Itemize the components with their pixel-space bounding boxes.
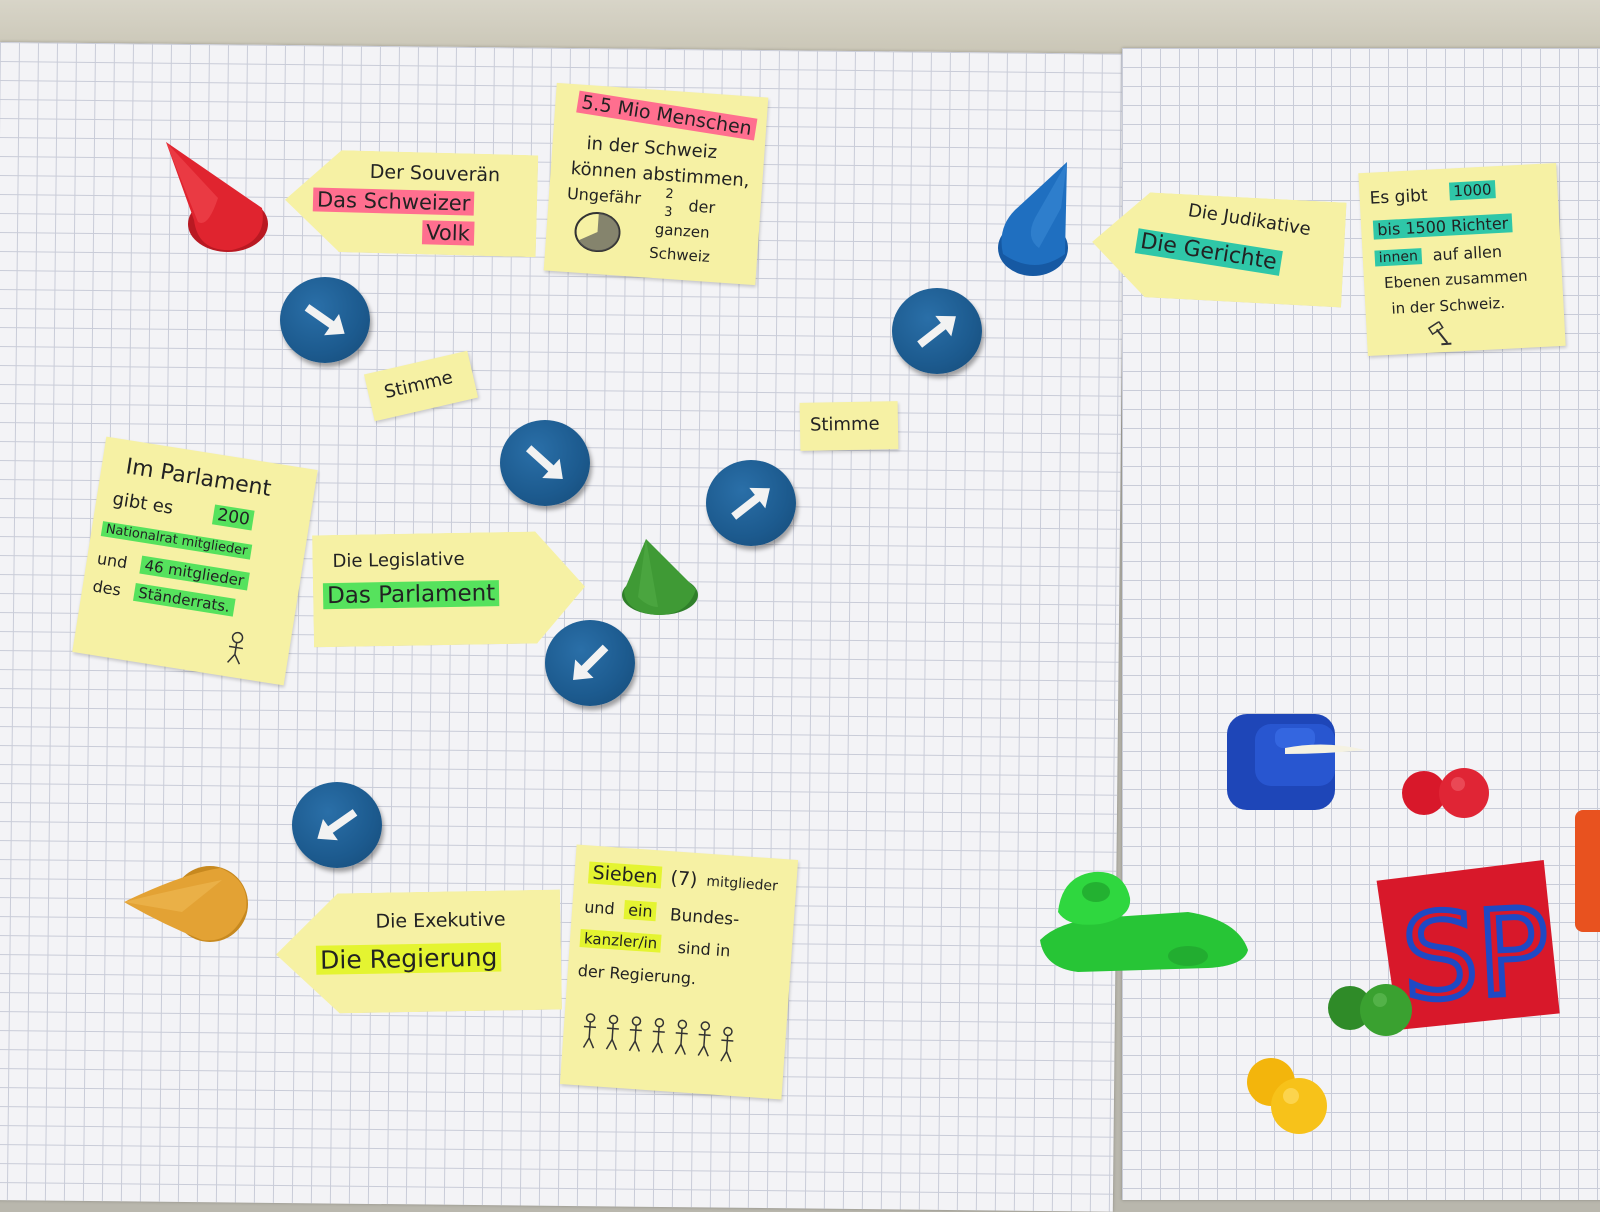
regierung-highlight-1: Sieben xyxy=(587,861,663,889)
exekutive-highlight: Die Regierung xyxy=(316,943,502,975)
legislative-arrow-note: Die Legislative Das Parlament xyxy=(312,531,586,648)
judges-line-3b: auf allen xyxy=(1432,241,1503,265)
seven-stick-figures-icon xyxy=(582,1013,734,1063)
judikative-highlight: Die Gerichte xyxy=(1135,228,1283,275)
regierung-line-2c: Bundes- xyxy=(669,905,740,931)
gavel-icon xyxy=(1427,320,1452,346)
regierung-line-3b: sind in xyxy=(677,937,732,961)
red-cone-piece xyxy=(166,142,268,252)
green-cone-piece xyxy=(622,539,698,615)
regierung-highlight-2: ein xyxy=(623,900,658,922)
regierung-line-1c: mitglieder xyxy=(705,873,779,895)
arrow-token-3 xyxy=(892,288,982,374)
arrow-down-left-icon xyxy=(317,809,358,841)
blue-clay-figure xyxy=(1227,714,1365,810)
orange-clay-edge xyxy=(1575,810,1600,932)
parlament-highlight-1: 200 xyxy=(211,504,256,531)
sp-party-sign: SP xyxy=(1376,859,1560,1030)
parlament-line-2a: gibt es xyxy=(111,488,175,519)
judges-highlight-2: bis 1500 Richter xyxy=(1372,213,1513,240)
stimme-note-right: Stimme xyxy=(799,401,899,451)
arrow-up-right-icon xyxy=(731,487,770,520)
regierung-highlight-3: kanzler/in xyxy=(579,929,662,953)
judges-note: Es gibt 1000 bis 1500 Richter innen auf … xyxy=(1358,162,1566,357)
parlament-highlight-4: Ständerrats. xyxy=(133,583,236,617)
arrow-down-right-icon xyxy=(525,445,563,480)
parlament-line-5a: des xyxy=(91,576,123,600)
voters-line-7: Schweiz xyxy=(648,243,711,266)
legislative-title: Die Legislative xyxy=(332,548,465,573)
regierung-line-2a: und xyxy=(583,897,616,919)
voters-highlight: 5.5 Mio Menschen xyxy=(576,90,758,141)
judges-line-1a: Es gibt xyxy=(1369,185,1429,209)
arrow-token-1 xyxy=(280,277,370,363)
arrow-token-6 xyxy=(292,782,382,868)
arrow-down-right-icon xyxy=(304,304,345,336)
regierung-note: Sieben (7) mitglieder und ein Bundes- ka… xyxy=(559,844,799,1100)
red-clay-balls xyxy=(1402,768,1489,818)
exekutive-title: Die Exekutive xyxy=(375,908,506,933)
regierung-line-4: der Regierung. xyxy=(577,960,697,989)
voters-line-4: Ungefähr xyxy=(566,183,642,208)
parlament-line-4a: und xyxy=(95,548,129,573)
souveraen-title: Der Souverän xyxy=(369,160,501,187)
stick-figure-icon xyxy=(226,631,244,665)
voters-line-6: ganzen xyxy=(654,220,711,242)
parlament-note: Im Parlament gibt es 200 Nationalrat mit… xyxy=(72,436,318,686)
voters-fraction-num: 2 xyxy=(664,186,675,203)
legislative-highlight: Das Parlament xyxy=(323,580,500,609)
regierung-line-1b: (7) xyxy=(669,867,699,892)
judges-line-4: Ebenen zusammen xyxy=(1383,266,1528,293)
voters-line-5: der xyxy=(687,196,716,218)
green-clay-balls xyxy=(1328,984,1412,1036)
arrow-token-5 xyxy=(545,620,635,706)
sp-sign-text: SP xyxy=(1399,882,1552,1027)
yellow-clay-balls xyxy=(1247,1058,1327,1134)
souveraen-highlight-2: Volk xyxy=(422,220,474,245)
arrow-token-4 xyxy=(706,460,796,546)
voters-fraction-den: 3 xyxy=(663,204,673,221)
judges-highlight-3: innen xyxy=(1374,248,1423,267)
judikative-title: Die Judikative xyxy=(1186,200,1313,241)
voters-line-2: in der Schweiz xyxy=(585,133,718,164)
voters-note: 5.5 Mio Menschen in der Schweiz können a… xyxy=(543,82,769,286)
judges-highlight-1: 1000 xyxy=(1448,180,1497,201)
arrow-token-2 xyxy=(500,420,590,506)
arrow-up-right-icon xyxy=(917,315,956,348)
blue-cone-piece xyxy=(998,162,1068,276)
judges-line-5: in der Schweiz. xyxy=(1391,293,1506,318)
stimme-left-label: Stimme xyxy=(382,366,455,404)
pie-chart-icon xyxy=(574,212,621,253)
green-clay-car xyxy=(1040,871,1248,972)
souveraen-highlight-1: Das Schweizer xyxy=(313,187,475,215)
arrow-down-left-icon xyxy=(573,644,609,680)
stimme-right-label: Stimme xyxy=(809,413,880,436)
orange-cone-piece xyxy=(124,866,248,942)
